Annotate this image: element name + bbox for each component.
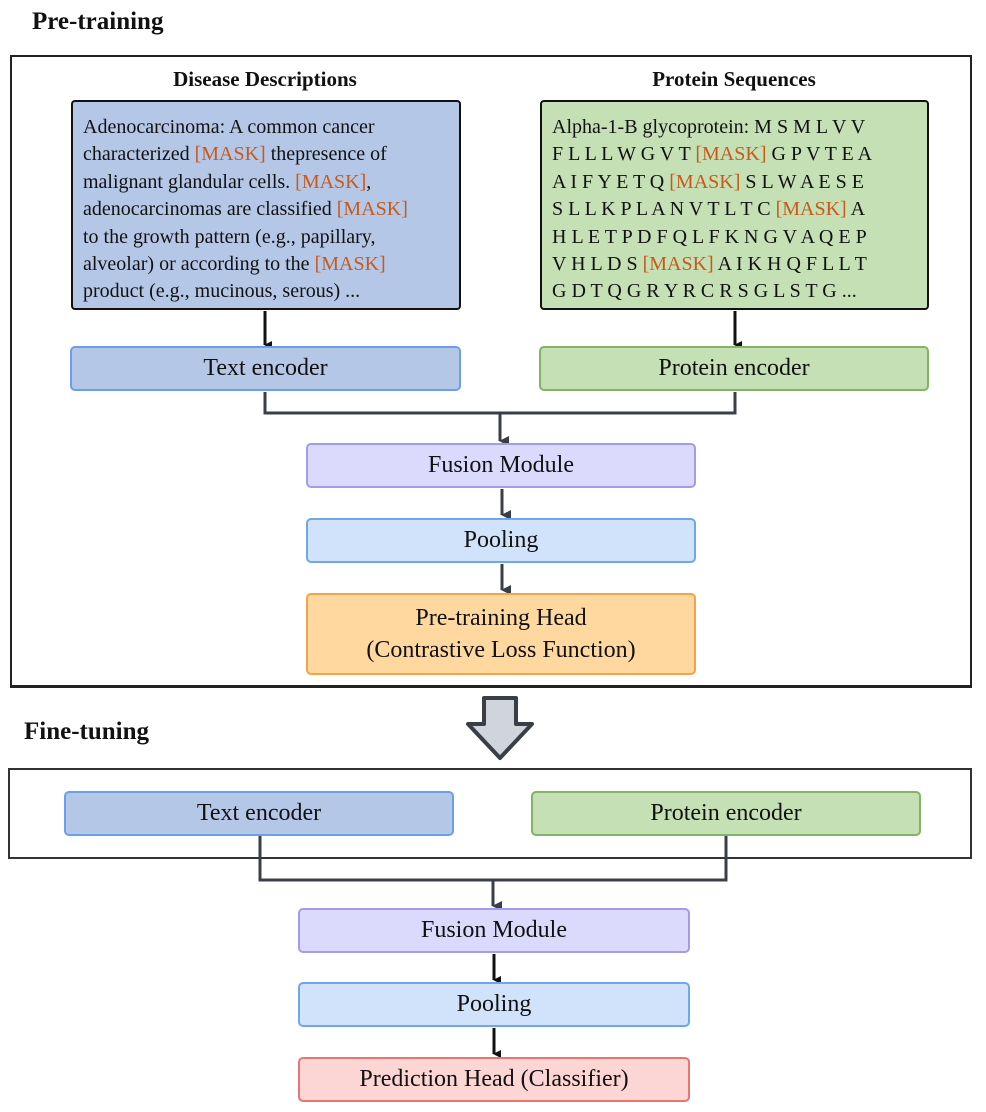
ft-text-encoder-label: Text encoder — [196, 800, 322, 827]
mask-token: [MASK] — [669, 170, 741, 193]
protein-sequence-box: Alpha-1-B glycoprotein: M S M L V V F L L… — [540, 100, 929, 310]
disease-description-box: Adenocarcinoma: A common cancer character… — [71, 100, 461, 310]
merge-line-finetuning — [258, 836, 728, 882]
mask-token: [MASK] — [642, 253, 714, 276]
protein-text-span: S L L K P L A N V T L T C — [552, 198, 776, 221]
text-encoder-label: Text encoder — [203, 355, 328, 382]
disease-line: alveolar) or according to the [MASK] — [83, 251, 449, 278]
disease-text-span: to the growth pattern (e.g., papillary, — [83, 225, 376, 248]
pretraining-head-box: Pre-training Head (Contrastive Loss Func… — [306, 593, 696, 675]
disease-line: malignant glandular cells. [MASK], — [83, 169, 449, 196]
ft-protein-encoder-label: Protein encoder — [650, 800, 802, 827]
protein-text-span: H L E T P D F Q L F K N G V A Q E P — [552, 225, 867, 248]
protein-text-span: G D T Q G R Y R C R S G L S T G ... — [552, 280, 857, 303]
protein-line: A I F Y E T Q [MASK] S L W A E S E — [552, 169, 917, 196]
protein-text-span: A — [846, 198, 866, 221]
protein-sequences-title: Protein Sequences — [652, 67, 816, 91]
down-arrow-icon — [466, 696, 534, 760]
disease-text-span: product (e.g., mucinous, serous) ... — [83, 280, 361, 303]
disease-text-span: malignant glandular cells. — [83, 170, 296, 193]
disease-description-text: Adenocarcinoma: A common cancer character… — [83, 114, 449, 306]
protein-encoder-label: Protein encoder — [658, 355, 810, 382]
protein-text-span: Alpha-1-B glycoprotein: M S M L V V — [552, 116, 866, 138]
disease-text-span: characterized — [83, 143, 195, 166]
disease-descriptions-title: Disease Descriptions — [173, 67, 357, 91]
mask-token: [MASK] — [194, 143, 266, 166]
prediction-head-label: Prediction Head (Classifier) — [359, 1066, 629, 1093]
mask-token: [MASK] — [314, 253, 386, 276]
mask-token: [MASK] — [775, 198, 847, 221]
ft-fusion-module-box: Fusion Module — [298, 908, 690, 953]
protein-line: G D T Q G R Y R C R S G L S T G ... — [552, 278, 917, 305]
disease-line: characterized [MASK] thepresence of — [83, 141, 449, 168]
pooling-label: Pooling — [463, 527, 539, 554]
protein-text-span: V H L D S — [552, 253, 643, 276]
pretraining-title: Pre-training — [32, 8, 164, 35]
protein-encoder-box: Protein encoder — [539, 346, 929, 391]
ft-protein-encoder-box: Protein encoder — [531, 791, 921, 836]
ft-pooling-label: Pooling — [456, 991, 532, 1018]
protein-line: S L L K P L A N V T L T C [MASK] A — [552, 196, 917, 223]
protein-text-span: S L W A E S E — [740, 170, 864, 193]
disease-line: product (e.g., mucinous, serous) ... — [83, 278, 449, 305]
protein-text-span: F L L L W G V T — [552, 143, 696, 166]
prediction-head-box: Prediction Head (Classifier) — [298, 1057, 690, 1102]
protein-text-span: G P V T E A — [766, 143, 873, 166]
protein-line: F L L L W G V T [MASK] G P V T E A — [552, 141, 917, 168]
fusion-module-box: Fusion Module — [306, 443, 696, 488]
disease-text-span: alveolar) or according to the — [83, 253, 315, 276]
pretraining-head-label: Pre-training Head — [415, 604, 587, 631]
mask-token: [MASK] — [695, 143, 767, 166]
fusion-module-label: Fusion Module — [427, 452, 574, 479]
disease-text-span: thepresence of — [265, 143, 387, 166]
protein-text-span: A I F Y E T Q — [552, 170, 670, 193]
protein-sequence-text: Alpha-1-B glycoprotein: M S M L V V F L L… — [552, 114, 917, 306]
ft-text-encoder-box: Text encoder — [64, 791, 454, 836]
pretraining-frame — [10, 55, 972, 688]
disease-line: adenocarcinomas are classified [MASK] — [83, 196, 449, 223]
mask-token: [MASK] — [295, 170, 367, 193]
protein-line: H L E T P D F Q L F K N G V A Q E P — [552, 224, 917, 251]
disease-line: to the growth pattern (e.g., papillary, — [83, 224, 449, 251]
disease-line: Adenocarcinoma: A common cancer — [83, 114, 449, 141]
pooling-box: Pooling — [306, 518, 696, 563]
finetuning-encoder-frame — [8, 768, 972, 859]
ft-fusion-module-label: Fusion Module — [420, 917, 567, 944]
text-encoder-box: Text encoder — [70, 346, 461, 391]
protein-text-span: A I K H Q F L L T — [713, 253, 867, 276]
mask-token: [MASK] — [336, 198, 408, 221]
protein-line: Alpha-1-B glycoprotein: M S M L V V — [552, 114, 917, 141]
ft-pooling-box: Pooling — [298, 982, 690, 1027]
protein-line: V H L D S [MASK] A I K H Q F L L T — [552, 251, 917, 278]
disease-text-span: adenocarcinomas are classified — [83, 198, 337, 221]
disease-text-span: Adenocarcinoma: A common cancer — [83, 116, 375, 138]
pretraining-head-sublabel: (Contrastive Loss Function) — [366, 637, 636, 663]
disease-text-span: , — [366, 170, 372, 193]
merge-line-pretraining — [263, 392, 737, 415]
finetuning-title: Fine-tuning — [24, 718, 150, 745]
